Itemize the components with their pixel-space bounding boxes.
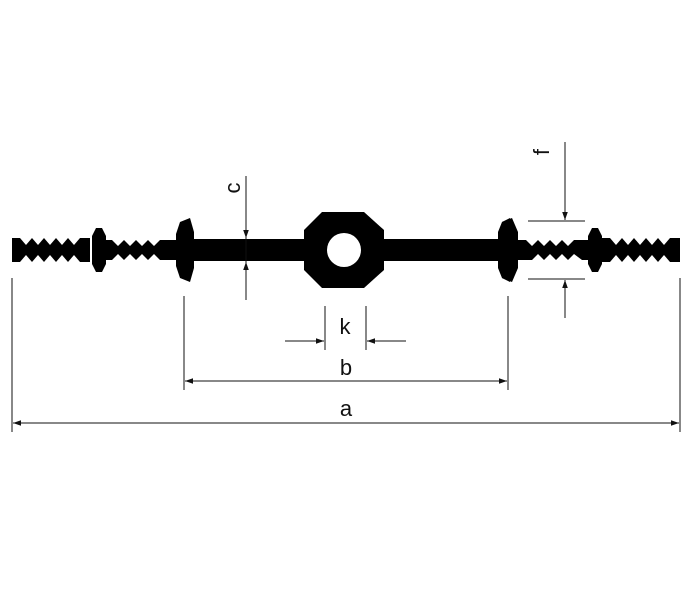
right-inner-serrations — [516, 240, 590, 260]
label-k: k — [340, 314, 352, 339]
label-f: f — [529, 148, 554, 155]
label-a: a — [340, 396, 353, 421]
central-hole — [327, 233, 361, 267]
right-serrated-flange — [600, 238, 680, 262]
left-serrated-flange — [12, 238, 90, 262]
right-large-bulb-body — [498, 218, 518, 282]
label-b: b — [340, 355, 352, 380]
dimension-c: c — [220, 183, 249, 300]
dimension-k: k — [285, 314, 406, 344]
dimension-a: a — [13, 396, 679, 426]
left-inner-serrations — [104, 240, 178, 260]
right-small-bulb — [588, 228, 602, 272]
dimension-f: f — [529, 142, 568, 318]
dimension-b: b — [185, 355, 507, 384]
left-large-bulb — [176, 218, 194, 282]
left-small-bulb — [92, 228, 106, 272]
label-c: c — [220, 183, 245, 194]
